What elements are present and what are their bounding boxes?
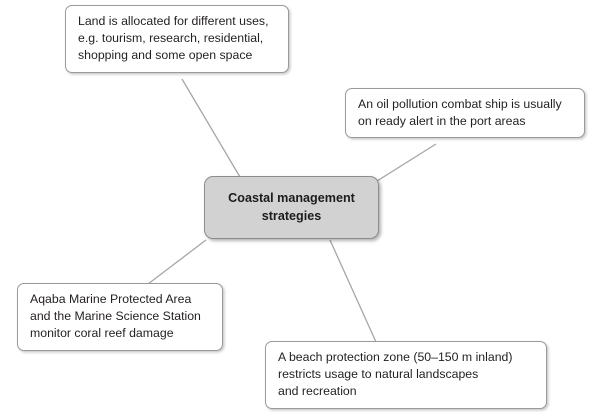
connector-center-to-land-use: [181, 78, 241, 178]
branch-node-land-use[interactable]: Land is allocated for different uses, e.…: [65, 5, 289, 73]
central-node-label-line-2: strategies: [261, 208, 322, 223]
branch-text-line: A beach protection zone (50–150 m inland…: [278, 350, 513, 364]
connector-center-to-aqaba-marine: [147, 239, 207, 285]
connector-center-to-oil-pollution: [376, 143, 437, 182]
branch-text-line: shopping and some open space: [78, 48, 253, 63]
central-node-label-line-1: Coastal management: [228, 191, 355, 205]
branch-node-oil-pollution[interactable]: An oil pollution combat ship is usually …: [345, 88, 585, 139]
branch-text-line: Land is allocated for different uses,: [78, 14, 269, 28]
branch-text-line: and recreation: [278, 384, 357, 399]
branch-node-aqaba-marine[interactable]: Aqaba Marine Protected Area and the Mari…: [17, 283, 223, 351]
branch-node-beach-protection[interactable]: A beach protection zone (50–150 m inland…: [265, 341, 547, 409]
branch-text-line: on ready alert in the port areas: [358, 114, 526, 129]
branch-text-line: e.g. tourism, research, residential,: [78, 31, 264, 46]
branch-text-line: monitor coral reef damage: [30, 326, 174, 341]
central-node-coastal-management-strategies[interactable]: Coastal management strategies: [204, 176, 379, 239]
branch-text-line: An oil pollution combat ship is usually: [358, 97, 562, 111]
branch-text-line: and the Marine Science Station: [30, 309, 201, 324]
connector-center-to-beach-protection: [329, 239, 377, 343]
branch-text-line: restricts usage to natural landscapes: [278, 367, 479, 382]
branch-text-line: Aqaba Marine Protected Area: [30, 292, 192, 306]
